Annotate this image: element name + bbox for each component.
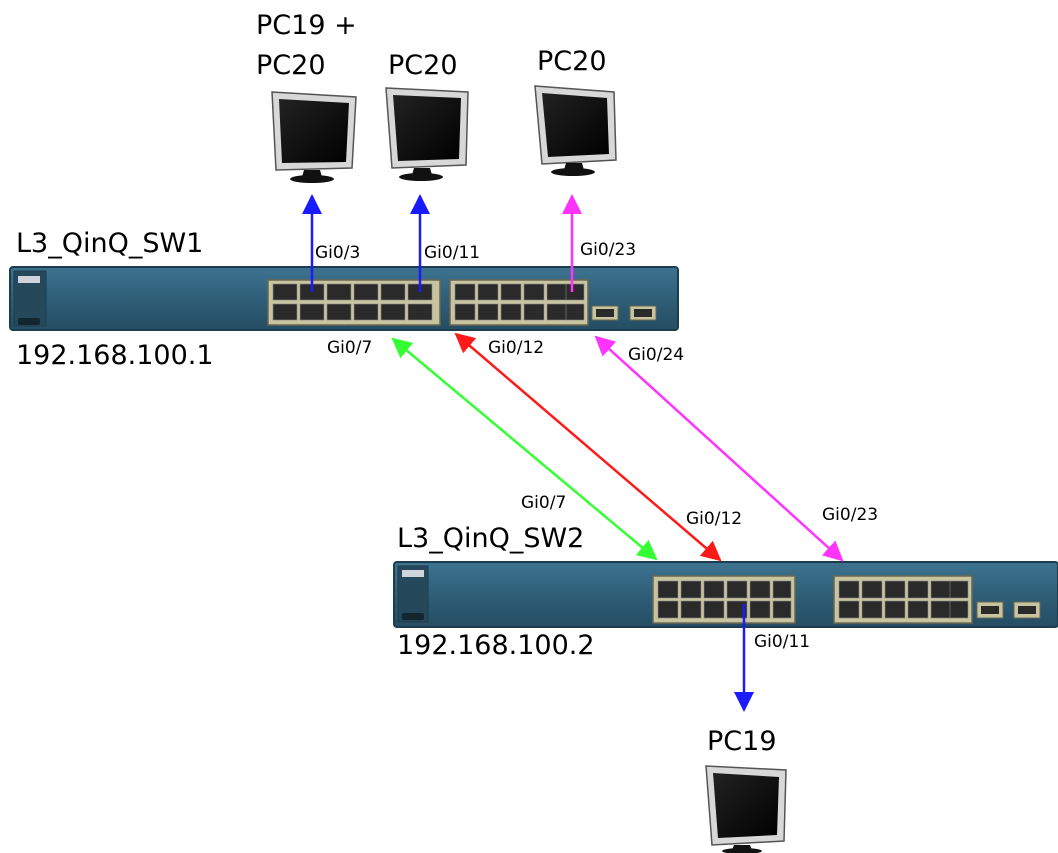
pc-monitor-b	[385, 87, 469, 181]
port-label-sw2-gi023: Gi0/23	[822, 505, 879, 525]
port-label-sw1-gi012: Gi0/12	[488, 338, 545, 358]
pc-a-label-line1: PC19 +	[256, 10, 357, 41]
sw1-ip: 192.168.100.1	[16, 340, 214, 371]
pc-d-label: PC19	[707, 726, 777, 757]
switch-sw1	[9, 266, 679, 331]
switch-sw2	[393, 561, 1058, 628]
link-gi024-gi023-magenta	[594, 335, 844, 562]
pc-c-label: PC20	[537, 46, 607, 77]
port-label-sw1-gi023: Gi0/23	[580, 240, 637, 260]
port-label-sw2-gi07: Gi0/7	[521, 493, 567, 513]
port-label-sw1-gi03: Gi0/3	[315, 243, 361, 263]
pc-monitor-d	[705, 765, 787, 853]
port-label-sw1-gi07: Gi0/7	[327, 338, 373, 358]
pc-monitor-c	[534, 85, 617, 176]
port-label-sw1-gi011: Gi0/11	[424, 243, 481, 263]
sw2-name: L3_QinQ_SW2	[397, 523, 585, 554]
port-label-sw2-gi012: Gi0/12	[686, 509, 743, 529]
sw2-ip: 192.168.100.2	[397, 630, 595, 661]
sw1-name: L3_QinQ_SW1	[16, 228, 204, 259]
port-label-sw1-gi024: Gi0/24	[628, 345, 685, 365]
pc-b-label: PC20	[388, 50, 458, 81]
pc-a-label-line2: PC20	[256, 50, 326, 81]
port-label-sw2-gi011: Gi0/11	[754, 632, 811, 652]
pc-monitor-a	[271, 91, 357, 183]
